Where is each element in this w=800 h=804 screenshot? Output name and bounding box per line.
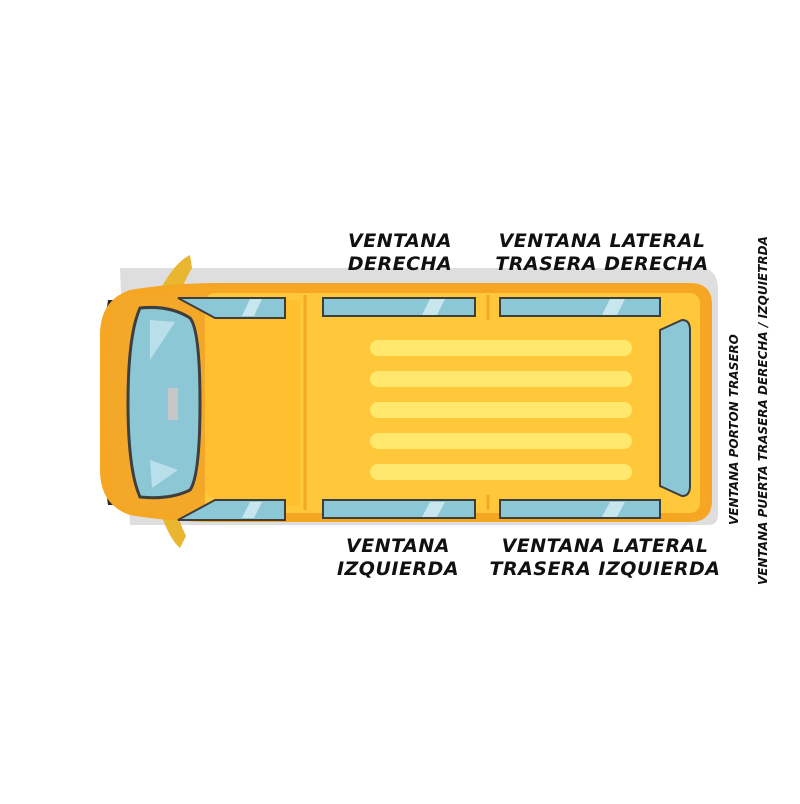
roof-stripes [370,340,632,480]
left-window [322,499,476,519]
label-left-rear-side-window: VENTANA LATERAL TRASERA IZQUIERDA [489,535,721,580]
label-right-rear-side-window: VENTANA LATERAL TRASERA DERECHA [495,230,709,275]
label-rear-door-window: VENTANA PUERTA TRASERA DERECHA / IZQUIET… [756,236,770,585]
rear-window [659,318,691,498]
windshield-glare-2 [150,460,178,488]
label-left-window: VENTANA IZQUIERDA [336,535,460,580]
windshield-glare [150,320,175,360]
window-glare [242,299,625,518]
dashboard-strip [168,388,178,420]
label-rear-hatch-window: VENTANA PORTON TRASERO [727,334,741,525]
label-right-window: VENTANA DERECHA [347,230,453,275]
left-rear-side-window [499,499,661,519]
right-rear-side-window [499,297,661,317]
roof-front [205,300,300,506]
windshield [126,306,202,500]
roof-seams [303,295,490,510]
right-window [322,297,476,317]
